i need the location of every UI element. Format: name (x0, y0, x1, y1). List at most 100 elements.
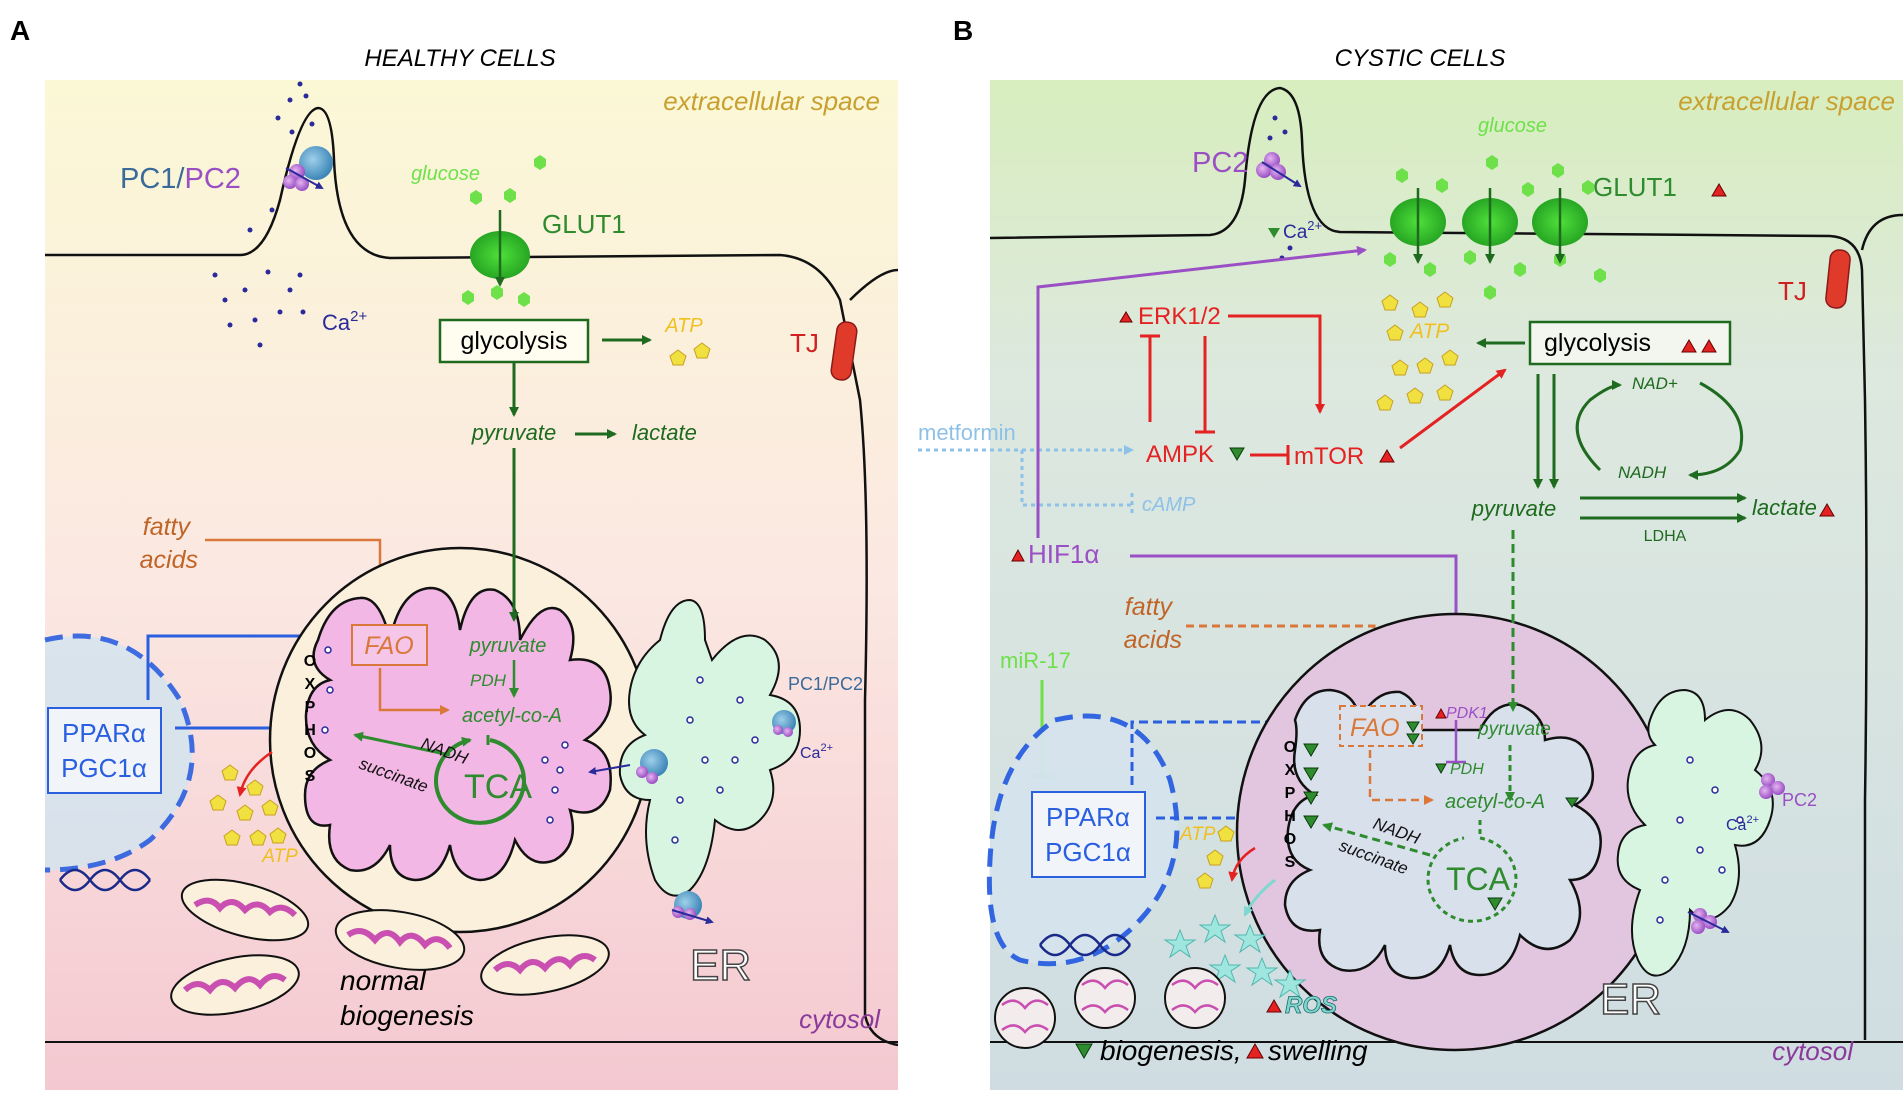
glycolysis-label-a: glycolysis (461, 327, 568, 355)
extracellular-label-a: extracellular space (663, 86, 880, 116)
pdk1-label: PDK1 (1446, 705, 1488, 722)
tj-label-a: TJ (790, 328, 819, 358)
panel-b-letter: B (953, 15, 973, 46)
plasma-membrane-a (45, 106, 899, 1047)
calcium-label-a: Ca2+ (322, 308, 367, 335)
glycolysis-up-triangle-1 (1681, 339, 1697, 353)
ppara-pgc1a-box-b (1031, 791, 1146, 878)
swollen-mitochondria (994, 967, 1226, 1049)
glucose-molecules-a (462, 155, 546, 307)
glycolysis-box-b (1528, 320, 1732, 366)
ampk-down-triangle (1229, 447, 1245, 461)
ampk-label: AMPK (1146, 441, 1214, 468)
lactate-label-b: lactate (1752, 495, 1817, 520)
svg-text:P: P (305, 699, 316, 716)
biogenesis-down-triangle (1075, 1043, 1093, 1060)
atp-cluster-b-top (1376, 291, 1459, 411)
atp-label-a-bottom: ATP (261, 846, 298, 867)
pc2-label-b: PC2 (1192, 147, 1248, 179)
calcium-label-b: Ca2+ (1283, 218, 1322, 243)
erk-up-triangle (1119, 311, 1133, 323)
oxphos-label-a: O X P H O S (304, 653, 316, 785)
camp-label: cAMP (1142, 494, 1196, 516)
pc1-protein-icon (299, 146, 333, 180)
svg-text:P: P (1285, 785, 1296, 802)
atp-label-b-bottom: ATP (1179, 824, 1216, 845)
cytosol-label-a: cytosol (799, 1004, 881, 1034)
pgc1a-label-b: PGC1α (1045, 837, 1131, 867)
dna-icon-b (1039, 933, 1131, 957)
er-calcium-label-b: Ca2+ (1726, 814, 1759, 834)
tca-down-triangle (1487, 897, 1503, 911)
er-calcium-dots-a (671, 676, 759, 844)
mito-pyruvate-label-b: pyruvate (1477, 719, 1551, 740)
svg-text:S: S (305, 768, 316, 785)
er-icon-a (618, 598, 802, 897)
svg-text:O: O (1284, 831, 1296, 848)
ldha-label: LDHA (1644, 528, 1687, 545)
er-label-b: ER (1600, 975, 1661, 1024)
mir17-label: miR-17 (1000, 648, 1071, 673)
metformin-label: metformin (918, 420, 1016, 445)
svg-text:O: O (1284, 739, 1296, 756)
tca-cycle-icon-a (434, 736, 526, 825)
pyruvate-label-b: pyruvate (1471, 496, 1556, 521)
pyruvate-label-a: pyruvate (471, 420, 556, 445)
panel-b-title: CYSTIC CELLS (1335, 45, 1506, 72)
oxphos-down-triangles (1303, 743, 1319, 829)
ros-up-triangle (1266, 999, 1282, 1013)
glucose-label-a: glucose (411, 163, 480, 185)
lactate-label-a: lactate (632, 420, 697, 445)
tca-cycle-icon-b (1426, 836, 1518, 923)
panel-b: B CYSTIC CELLS extracellular space cytos… (918, 15, 1904, 1090)
hif-label: HIF1α (1028, 539, 1099, 569)
extracellular-label-b: extracellular space (1678, 86, 1895, 116)
fao-box-a (351, 624, 428, 666)
mitochondrion-inner-a (303, 586, 612, 882)
acetyl-label-a: acetyl-co-A (462, 705, 562, 727)
tight-junction-icon-b (1825, 249, 1851, 309)
fatty-label-a: fatty (143, 513, 192, 541)
calcium-dots-a (212, 81, 315, 348)
normal-label: normal (340, 965, 426, 996)
mtor-up-triangle (1379, 449, 1395, 463)
panel-a-title: HEALTHY CELLS (364, 45, 555, 72)
calcium-down-triangle-b (1268, 228, 1280, 238)
fao-label-a: FAO (364, 632, 414, 660)
fatty-label-b: fatty (1125, 593, 1174, 621)
er-icon-b (1616, 688, 1774, 977)
svg-text:H: H (304, 722, 316, 739)
ppara-label-a: PPARα (62, 718, 146, 748)
oxphos-label-b: O X P H O S (1284, 739, 1296, 871)
svg-text:H: H (1284, 808, 1296, 825)
acetyl-label-b: acetyl-co-A (1445, 791, 1545, 813)
ros-stars (1163, 913, 1307, 999)
acids-label-b: acids (1124, 626, 1182, 654)
tca-label-a: TCA (464, 768, 532, 806)
swelling-label: swelling (1268, 1035, 1368, 1066)
atp-pentagon (693, 342, 711, 359)
swelling-up-triangle (1246, 1042, 1264, 1059)
panel-a-letter: A (10, 15, 30, 46)
acids-label-a: acids (140, 546, 198, 574)
atp-pentagon (669, 349, 687, 366)
pgc1a-label-a: PGC1α (61, 753, 147, 783)
svg-text:X: X (305, 676, 316, 693)
svg-text:O: O (304, 653, 316, 670)
cytosol-label-b: cytosol (1772, 1036, 1854, 1066)
biogenesis-label-a: biogenesis (340, 1000, 474, 1031)
glycolysis-label-b: glycolysis (1544, 329, 1651, 357)
tj-label-b: TJ (1778, 276, 1807, 306)
svg-text:X: X (1285, 762, 1296, 779)
atp-label-a-top: ATP (664, 315, 703, 337)
mito-pyruvate-label-a: pyruvate (469, 635, 547, 657)
nadh-cycle-label: NADH (1618, 463, 1667, 482)
glut1-up-triangle (1711, 183, 1727, 197)
ppara-pgc1a-box-a (47, 707, 162, 794)
mito-dots-a (321, 646, 569, 824)
mitochondrion-inner-b (1283, 688, 1602, 980)
fao-box-b (1339, 705, 1423, 747)
hif-up-triangle (1011, 548, 1025, 562)
small-mitochondria-a (170, 878, 610, 1016)
